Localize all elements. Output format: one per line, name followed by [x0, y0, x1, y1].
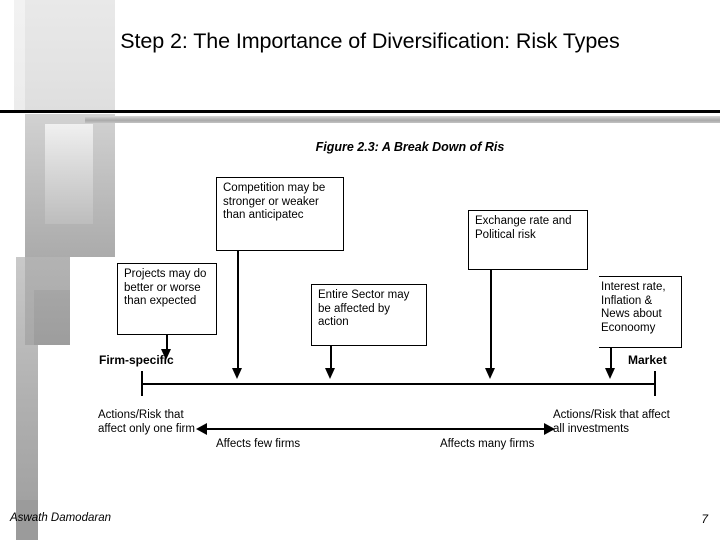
- risk-box-entire-sector: Entire Sector may be affected by action: [311, 284, 427, 346]
- caption-affect-one-firm: Actions/Risk that affect only one firm: [98, 409, 195, 435]
- caption-affects-many-firms: Affects many firms: [440, 438, 535, 450]
- arrowhead-spectrum-left: [196, 423, 207, 435]
- risk-spectrum-axis: [141, 383, 656, 385]
- connector-interest: [610, 348, 612, 368]
- decor-strip-left: [14, 0, 26, 112]
- risk-box-interest-inflation-news: Interest rate, Inflation & News about Ec…: [599, 276, 682, 348]
- connector-competition: [237, 251, 239, 368]
- axis-tick-left: [141, 371, 143, 396]
- footer-page-number: 7: [701, 512, 708, 526]
- decor-footer-tab: [16, 500, 38, 540]
- figure-caption: Figure 2.3: A Break Down of Ris: [315, 140, 505, 154]
- arrowhead-spectrum-right: [544, 423, 555, 435]
- axis-label-firm-specific: Firm-specific: [99, 353, 174, 367]
- arrowhead-sector: [325, 368, 335, 379]
- connector-sector: [330, 346, 332, 368]
- arrowhead-exchange: [485, 368, 495, 379]
- spectrum-range-line: [206, 428, 544, 430]
- risk-box-competition: Competition may be stronger or weaker th…: [216, 177, 344, 251]
- arrowhead-projects: [161, 349, 171, 360]
- arrowhead-interest: [605, 368, 615, 379]
- title-rule: [0, 110, 720, 113]
- connector-exchange: [490, 270, 492, 368]
- title-rule-shadow: [85, 116, 720, 123]
- decor-panel-inner: [45, 124, 93, 224]
- caption-affect-all-investments: Actions/Risk that affect all investments: [553, 409, 670, 435]
- decor-panel-dark: [34, 290, 70, 345]
- risk-box-projects: Projects may do better or worse than exp…: [117, 263, 217, 335]
- arrowhead-competition: [232, 368, 242, 379]
- risk-box-exchange-political: Exchange rate and Political risk: [468, 210, 588, 270]
- decor-panel-top: [25, 0, 115, 112]
- slide-title: Step 2: The Importance of Diversificatio…: [120, 29, 620, 53]
- caption-affects-few-firms: Affects few firms: [216, 438, 301, 450]
- axis-label-market: Market: [628, 353, 667, 367]
- connector-projects: [166, 335, 168, 352]
- axis-tick-right: [654, 371, 656, 396]
- footer-author: Aswath Damodaran: [10, 512, 111, 524]
